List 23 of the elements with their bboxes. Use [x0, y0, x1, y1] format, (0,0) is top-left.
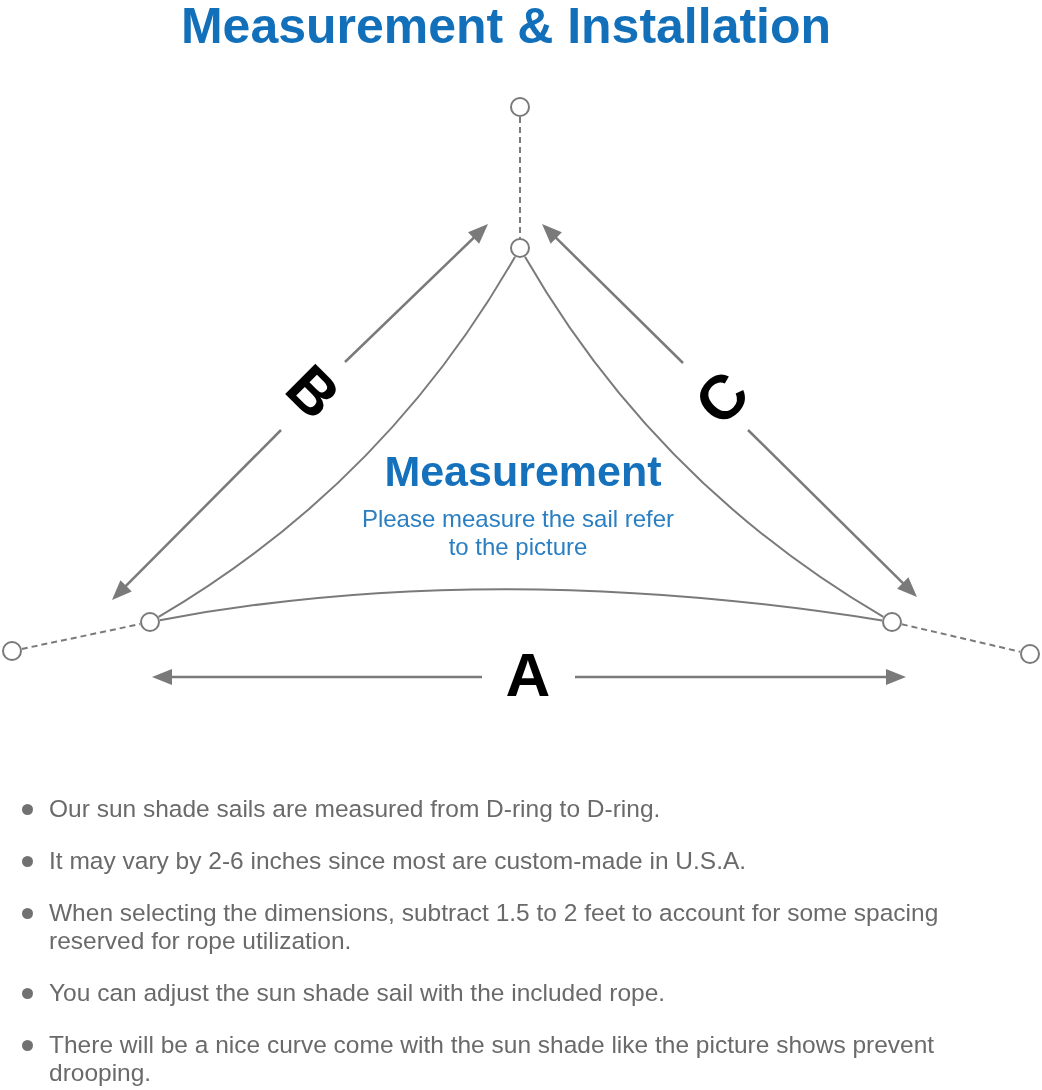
dimension-label: B [280, 359, 346, 425]
rope-line [519, 116, 521, 239]
bullet-text: It may vary by 2-6 inches since most are custom-made in U.S.A. [49, 847, 747, 875]
sail-edge-line [157, 255, 517, 618]
sail-edge-line [524, 255, 885, 618]
bullet-text: When selecting the dimensions, subtract 1.5 to 2 feet to account for some spacing reserved for rope utilization. [49, 899, 940, 955]
anchor-point [510, 97, 530, 117]
d-ring [882, 612, 902, 632]
instruction-text: Please measure the sail refer to the picture [360, 505, 676, 561]
bullet-text: You can adjust the sun shade sail with the included rope. [49, 979, 666, 1007]
dimension-label: A [505, 651, 551, 699]
d-ring [140, 612, 160, 632]
sail-edge-line [158, 588, 884, 622]
bullet-text: There will be a nice curve come with the sun shade like the picture shows prevent drooping. [49, 1031, 936, 1087]
bullet-text: Our sun shade sails are measured from D-ring to D-ring. [49, 795, 661, 823]
section-heading: Measurement [384, 448, 662, 494]
anchor-point [2, 641, 22, 661]
page-title: Measurement & Installation [180, 0, 832, 52]
anchor-point [1020, 644, 1040, 664]
rope-line [900, 623, 1022, 653]
rope-line [20, 623, 142, 650]
d-ring [510, 238, 530, 258]
dimension-label: C [689, 365, 755, 431]
